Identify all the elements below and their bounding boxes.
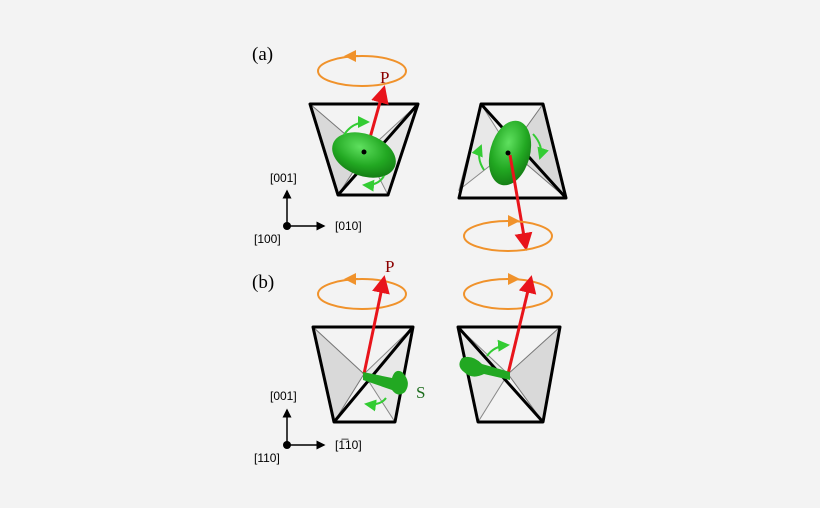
spin-label: S (416, 383, 425, 402)
ellipsoid-center-dot (505, 150, 511, 156)
ellipsoid-center-dot (361, 149, 367, 155)
axis-vertical-label: [001] (270, 171, 297, 185)
rotation-arrow-icon (343, 116, 370, 136)
polarization-arrow-icon (508, 154, 533, 251)
rotation-ring-icon (463, 278, 553, 310)
panel-a-right-cell (457, 102, 568, 252)
rotation-arrow-icon (362, 175, 385, 192)
panel-b-left-cell: P S (311, 257, 425, 424)
panel-a-left-cell: P (308, 50, 420, 197)
polarization-arrow-icon (362, 275, 390, 375)
axis-horizontal-label: [1̅10] (335, 438, 362, 452)
polarization-arrow-icon (506, 275, 537, 375)
axis-dot-icon (283, 441, 291, 449)
panel-b-right-cell (456, 273, 562, 424)
panel-a-label: (a) (252, 44, 273, 65)
cell-outline (311, 325, 415, 424)
rotation-arrow-icon (471, 144, 485, 171)
axis-horizontal-label: [010] (335, 219, 362, 233)
axis-out-label: [110] (254, 451, 280, 465)
rotation-arrow-icon (532, 133, 549, 160)
octahedron-face-shade (312, 325, 365, 424)
rotation-arrow-icon (364, 397, 387, 412)
polarization-label: P (385, 257, 394, 276)
axis-dot-icon (283, 222, 291, 230)
panel-a-axes: [001] [010] [100] (254, 171, 362, 246)
rotation-arrow-icon (486, 339, 510, 357)
ellipsoid-icon (332, 132, 396, 178)
axis-out-label: [100] (254, 232, 281, 246)
axis-vertical-label: [001] (270, 389, 297, 403)
rotation-ring-icon (463, 220, 553, 252)
panel-b-label: (b) (252, 272, 274, 293)
rotation-ring-icon (317, 278, 407, 310)
spin-arrow-icon (459, 356, 510, 380)
panel-b-axes: [001] [1̅10] [110] (254, 389, 362, 465)
spin-arrow-icon (363, 370, 408, 395)
rotation-ring-icon (317, 55, 407, 87)
polarization-label: P (380, 68, 389, 87)
